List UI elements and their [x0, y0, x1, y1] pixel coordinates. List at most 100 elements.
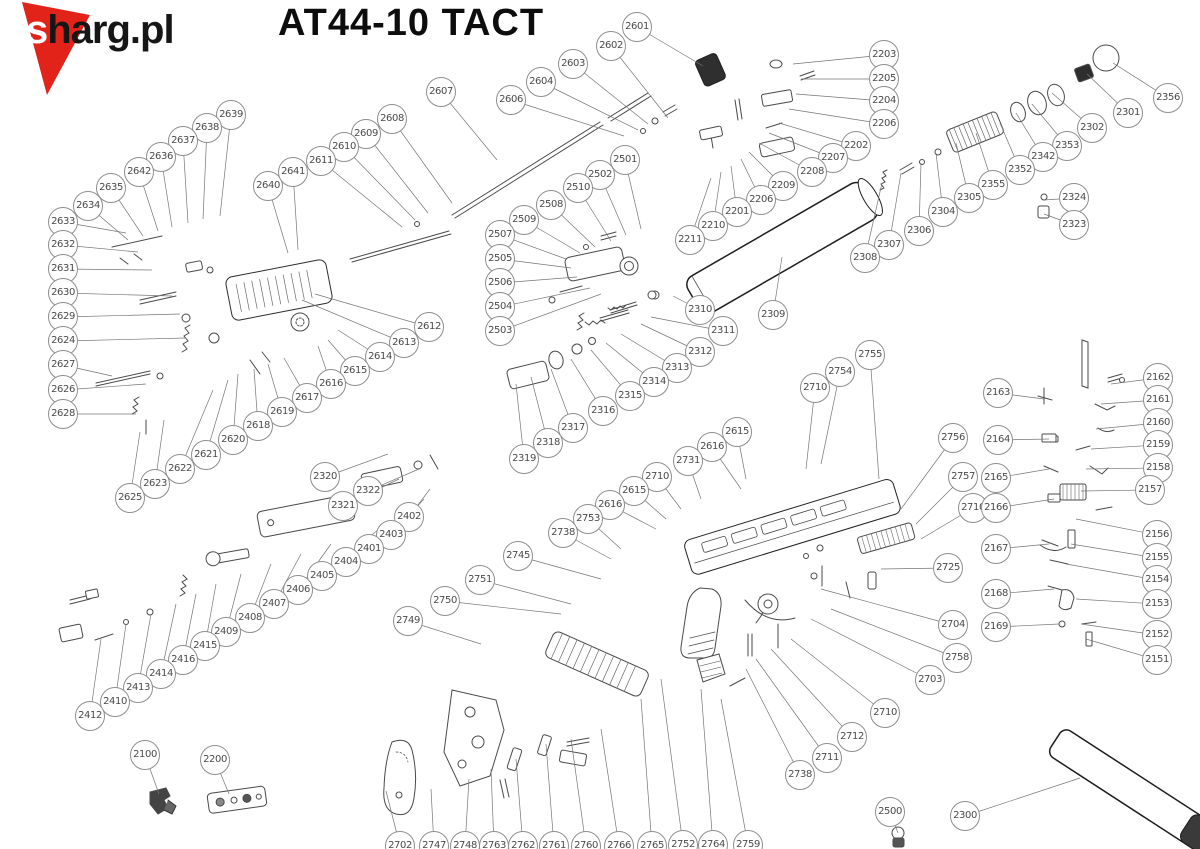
part-callout-2611[interactable]: 2611: [306, 146, 336, 176]
part-callout-2604[interactable]: 2604: [526, 67, 556, 97]
part-callout-2209[interactable]: 2209: [768, 171, 798, 201]
part-callout-2510[interactable]: 2510: [563, 173, 593, 203]
part-callout-2500[interactable]: 2500: [875, 797, 905, 827]
part-callout-2745[interactable]: 2745: [503, 541, 533, 571]
part-callout-2751[interactable]: 2751: [465, 565, 495, 595]
part-callout-2169[interactable]: 2169: [981, 612, 1011, 642]
part-callout-2731[interactable]: 2731: [673, 446, 703, 476]
part-callout-2207[interactable]: 2207: [818, 143, 848, 173]
part-callout-2617[interactable]: 2617: [292, 383, 322, 413]
part-callout-2316[interactable]: 2316: [588, 396, 618, 426]
part-callout-2405[interactable]: 2405: [307, 561, 337, 591]
part-callout-2631[interactable]: 2631: [48, 254, 78, 284]
part-callout-2323[interactable]: 2323: [1059, 210, 1089, 240]
part-callout-2620[interactable]: 2620: [218, 425, 248, 455]
part-callout-2508[interactable]: 2508: [536, 190, 566, 220]
part-callout-2621[interactable]: 2621: [191, 440, 221, 470]
part-callout-2153[interactable]: 2153: [1142, 589, 1172, 619]
part-callout-2704[interactable]: 2704: [938, 610, 968, 640]
part-callout-2208[interactable]: 2208: [797, 157, 827, 187]
part-callout-2501[interactable]: 2501: [610, 145, 640, 175]
part-callout-2623[interactable]: 2623: [140, 469, 170, 499]
part-callout-2606[interactable]: 2606: [496, 85, 526, 115]
part-callout-2412[interactable]: 2412: [75, 701, 105, 731]
part-callout-2355[interactable]: 2355: [978, 170, 1008, 200]
part-callout-2703[interactable]: 2703: [915, 665, 945, 695]
part-callout-2608[interactable]: 2608: [377, 104, 407, 134]
part-callout-2307[interactable]: 2307: [874, 230, 904, 260]
part-callout-2749[interactable]: 2749: [393, 606, 423, 636]
part-callout-2753[interactable]: 2753: [573, 504, 603, 534]
part-callout-2754[interactable]: 2754: [825, 357, 855, 387]
part-callout-2750[interactable]: 2750: [430, 586, 460, 616]
part-callout-2152[interactable]: 2152: [1142, 620, 1172, 650]
part-callout-2211[interactable]: 2211: [675, 225, 705, 255]
part-callout-2201[interactable]: 2201: [722, 197, 752, 227]
part-callout-2710[interactable]: 2710: [800, 373, 830, 403]
part-callout-2200[interactable]: 2200: [200, 745, 230, 775]
part-callout-2164[interactable]: 2164: [983, 425, 1013, 455]
part-callout-2206[interactable]: 2206: [869, 109, 899, 139]
part-callout-2615[interactable]: 2615: [722, 417, 752, 447]
part-callout-2738[interactable]: 2738: [548, 518, 578, 548]
part-callout-2641[interactable]: 2641: [278, 157, 308, 187]
part-callout-2602[interactable]: 2602: [596, 31, 626, 61]
part-callout-2622[interactable]: 2622: [165, 454, 195, 484]
part-callout-2302[interactable]: 2302: [1077, 113, 1107, 143]
part-callout-2712[interactable]: 2712: [837, 722, 867, 752]
part-callout-2625[interactable]: 2625: [115, 483, 145, 513]
part-callout-2300[interactable]: 2300: [950, 801, 980, 831]
part-callout-2638[interactable]: 2638: [192, 113, 222, 143]
part-callout-2612[interactable]: 2612: [414, 312, 444, 342]
part-callout-2634[interactable]: 2634: [73, 191, 103, 221]
part-callout-2618[interactable]: 2618: [243, 411, 273, 441]
part-callout-2304[interactable]: 2304: [928, 197, 958, 227]
part-callout-2166[interactable]: 2166: [981, 493, 1011, 523]
part-callout-2755[interactable]: 2755: [855, 340, 885, 370]
part-callout-2324[interactable]: 2324: [1059, 183, 1089, 213]
part-callout-2311[interactable]: 2311: [708, 316, 738, 346]
part-callout-2319[interactable]: 2319: [509, 444, 539, 474]
part-callout-2308[interactable]: 2308: [850, 243, 880, 273]
part-callout-2305[interactable]: 2305: [954, 183, 984, 213]
part-callout-2630[interactable]: 2630: [48, 278, 78, 308]
part-callout-2601[interactable]: 2601: [622, 12, 652, 42]
part-callout-2167[interactable]: 2167: [981, 534, 1011, 564]
part-callout-2406[interactable]: 2406: [283, 575, 313, 605]
part-callout-2416[interactable]: 2416: [168, 645, 198, 675]
part-callout-2356[interactable]: 2356: [1153, 83, 1183, 113]
part-callout-2309[interactable]: 2309: [758, 300, 788, 330]
part-callout-2725[interactable]: 2725: [933, 553, 963, 583]
part-callout-2157[interactable]: 2157: [1135, 475, 1165, 505]
part-callout-2503[interactable]: 2503: [485, 316, 515, 346]
part-callout-2642[interactable]: 2642: [124, 157, 154, 187]
part-callout-2711[interactable]: 2711: [812, 743, 842, 773]
part-callout-2614[interactable]: 2614: [365, 342, 395, 372]
part-callout-2626[interactable]: 2626: [48, 375, 78, 405]
part-callout-2352[interactable]: 2352: [1005, 155, 1035, 185]
part-callout-2414[interactable]: 2414: [146, 659, 176, 689]
part-callout-2757[interactable]: 2757: [948, 462, 978, 492]
part-callout-2301[interactable]: 2301: [1113, 98, 1143, 128]
part-callout-2320[interactable]: 2320: [310, 462, 340, 492]
part-callout-2306[interactable]: 2306: [904, 216, 934, 246]
part-callout-2151[interactable]: 2151: [1142, 645, 1172, 675]
part-callout-2710[interactable]: 2710: [870, 698, 900, 728]
part-callout-2410[interactable]: 2410: [100, 687, 130, 717]
part-callout-2756[interactable]: 2756: [938, 423, 968, 453]
part-callout-2168[interactable]: 2168: [981, 579, 1011, 609]
part-callout-2504[interactable]: 2504: [485, 292, 515, 322]
part-callout-2738[interactable]: 2738: [785, 760, 815, 790]
part-callout-2163[interactable]: 2163: [983, 378, 1013, 408]
part-callout-2322[interactable]: 2322: [353, 476, 383, 506]
part-callout-2321[interactable]: 2321: [328, 491, 358, 521]
part-callout-2202[interactable]: 2202: [841, 131, 871, 161]
part-callout-2607[interactable]: 2607: [426, 77, 456, 107]
part-callout-2603[interactable]: 2603: [558, 49, 588, 79]
part-callout-2628[interactable]: 2628: [48, 399, 78, 429]
part-callout-2100[interactable]: 2100: [130, 740, 160, 770]
part-callout-2317[interactable]: 2317: [558, 413, 588, 443]
part-callout-2758[interactable]: 2758: [942, 643, 972, 673]
part-callout-2314[interactable]: 2314: [639, 367, 669, 397]
sharg-logo[interactable]: sharg.pl: [14, 0, 244, 100]
